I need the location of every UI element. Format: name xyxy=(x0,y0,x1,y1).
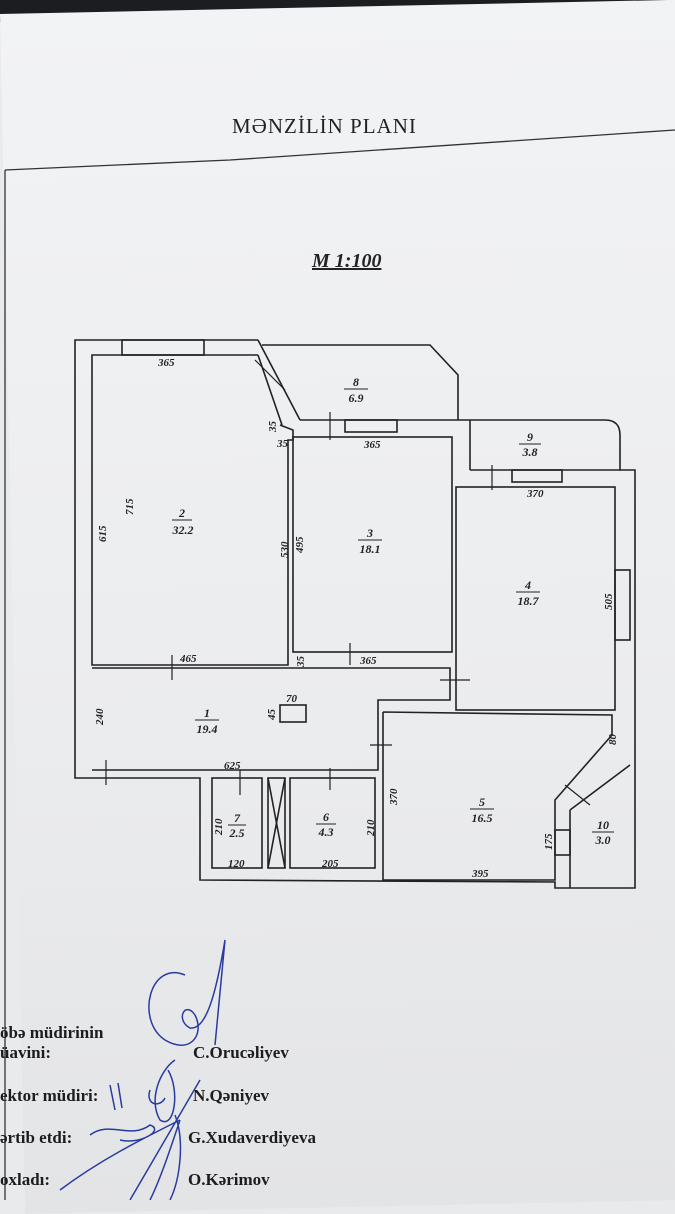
dim: 35 xyxy=(267,421,279,434)
signature-role-4: oxladı: xyxy=(0,1170,51,1189)
column xyxy=(279,704,307,723)
dim: 35 xyxy=(276,438,289,450)
room-label-5: 516.5 xyxy=(470,795,494,825)
dim: 370 xyxy=(388,788,400,806)
room-label-4: 418.7 xyxy=(516,578,540,608)
room-5-wall xyxy=(382,711,613,881)
room-9-wall xyxy=(470,419,621,471)
svg-text:10: 10 xyxy=(597,818,609,832)
room-label-8: 86.9 xyxy=(344,375,368,405)
dim: 715 xyxy=(124,498,136,515)
scale-label: M 1:100 xyxy=(312,250,382,272)
dim: 495 xyxy=(294,536,306,554)
dim: 465 xyxy=(179,653,197,665)
room-6-wall xyxy=(289,777,376,869)
dim: 210 xyxy=(213,818,225,836)
room-label-7: 72.5 xyxy=(228,811,246,840)
svg-text:9: 9 xyxy=(527,430,533,444)
svg-text:18.7: 18.7 xyxy=(518,594,540,608)
shaft xyxy=(267,777,286,869)
dim: 395 xyxy=(471,868,489,880)
room-label-6: 64.3 xyxy=(316,810,336,839)
signature-role-1b: üavini: xyxy=(0,1043,52,1062)
dim: 615 xyxy=(97,525,109,542)
dim: 365 xyxy=(359,655,377,667)
svg-text:16.5: 16.5 xyxy=(472,811,493,825)
svg-text:2.5: 2.5 xyxy=(229,826,245,840)
room-3-wall xyxy=(292,436,453,653)
dim: 210 xyxy=(365,819,377,837)
dim: 365 xyxy=(157,357,175,369)
signature-role-1: öbə müdirinin xyxy=(0,1023,104,1042)
svg-text:2: 2 xyxy=(178,506,185,520)
dim: 530 xyxy=(279,541,291,558)
dim: 45 xyxy=(266,709,278,722)
dim: 80 xyxy=(607,734,619,746)
svg-text:18.1: 18.1 xyxy=(360,542,381,556)
dim: 205 xyxy=(321,858,339,870)
svg-text:3.0: 3.0 xyxy=(595,833,611,847)
dim: 370 xyxy=(526,488,544,500)
room-8-wall xyxy=(262,344,459,420)
document-title: MƏNZİLİN PLANI xyxy=(232,114,417,138)
svg-text:4.3: 4.3 xyxy=(318,825,334,839)
room-label-9: 93.8 xyxy=(519,430,541,459)
svg-text:6: 6 xyxy=(323,810,329,824)
svg-text:6.9: 6.9 xyxy=(349,391,364,405)
svg-text:32.2: 32.2 xyxy=(172,523,194,537)
signature-name-4: O.Kərimov xyxy=(188,1170,270,1189)
dim: 240 xyxy=(94,708,106,726)
svg-text:3: 3 xyxy=(366,526,373,540)
svg-text:5: 5 xyxy=(479,795,485,809)
signature-name-2: N.Qəniyev xyxy=(193,1086,270,1105)
svg-text:19.4: 19.4 xyxy=(197,722,218,736)
room-7-wall xyxy=(211,777,263,869)
room-label-2: 232.2 xyxy=(172,506,194,537)
dim: 175 xyxy=(543,833,555,850)
dim: 625 xyxy=(224,760,241,772)
dim: 505 xyxy=(603,593,615,610)
room-2-wall xyxy=(91,354,294,666)
dim: 365 xyxy=(363,439,381,451)
svg-text:3.8: 3.8 xyxy=(522,445,538,459)
signature-role-3: ərtib etdi: xyxy=(0,1128,73,1147)
dim: 120 xyxy=(228,858,245,870)
signature-name-3: G.Xudaverdiyeva xyxy=(188,1128,316,1147)
signature-name-1: C.Orucəliyev xyxy=(193,1043,289,1062)
dim: 70 xyxy=(286,693,298,705)
svg-text:1: 1 xyxy=(204,706,210,720)
dim: 35 xyxy=(295,656,307,669)
room-label-10: 103.0 xyxy=(592,818,614,847)
room-label-1: 119.4 xyxy=(195,706,219,736)
room-label-3: 318.1 xyxy=(358,526,382,556)
svg-text:7: 7 xyxy=(234,811,241,825)
svg-text:8: 8 xyxy=(353,375,359,389)
svg-text:4: 4 xyxy=(524,578,531,592)
signature-role-2: ektor müdiri: xyxy=(0,1086,99,1105)
outer-wall xyxy=(74,339,636,889)
